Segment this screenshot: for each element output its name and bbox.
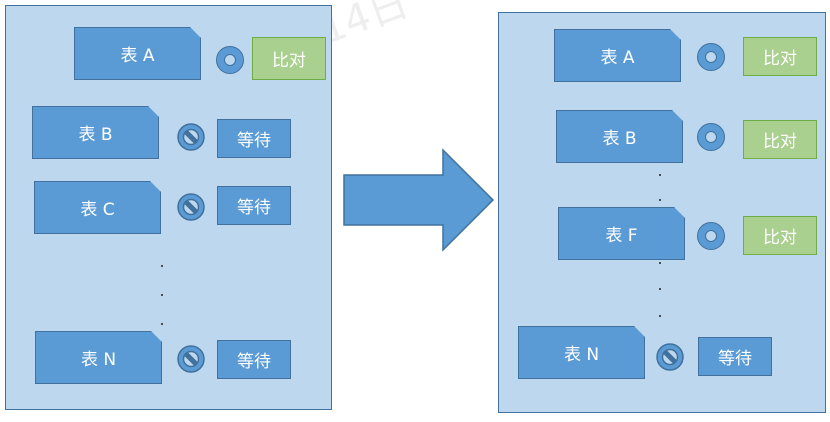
ellipsis-dot: [161, 265, 163, 267]
ellipsis-dot: [659, 262, 661, 264]
active-indicator-icon: [697, 43, 725, 71]
ellipsis-dot: [659, 288, 661, 290]
blocked-indicator-icon: [656, 343, 684, 371]
ellipsis-dot: [659, 199, 661, 201]
table-card-right-n: 表 N: [518, 326, 645, 379]
status-wait-left-b: 等待: [217, 119, 291, 158]
table-card-left-c: 表 C: [34, 181, 161, 234]
ellipsis-dot: [161, 323, 163, 325]
status-compare-right-b: 比对: [743, 120, 817, 159]
status-compare-left-a: 比对: [252, 37, 326, 80]
table-card-left-b: 表 B: [32, 106, 159, 159]
status-compare-right-a: 比对: [743, 37, 817, 76]
table-card-right-b: 表 B: [556, 110, 683, 163]
table-card-left-n: 表 N: [35, 331, 162, 384]
ellipsis-dot: [659, 315, 661, 317]
status-wait-left-n: 等待: [217, 340, 291, 379]
active-indicator-icon: [697, 222, 725, 250]
status-compare-right-f: 比对: [743, 216, 817, 255]
blocked-indicator-icon: [177, 345, 205, 373]
blocked-indicator-icon: [177, 123, 205, 151]
ellipsis-dot: [659, 174, 661, 176]
active-indicator-icon: [216, 46, 244, 74]
table-card-left-a: 表 A: [74, 27, 201, 80]
blocked-indicator-icon: [177, 193, 205, 221]
active-indicator-icon: [697, 123, 725, 151]
table-card-right-a: 表 A: [554, 29, 681, 82]
status-wait-left-c: 等待: [217, 186, 291, 225]
status-wait-right-n: 等待: [698, 337, 772, 376]
ellipsis-dot: [161, 294, 163, 296]
table-card-right-f: 表 F: [558, 207, 685, 260]
